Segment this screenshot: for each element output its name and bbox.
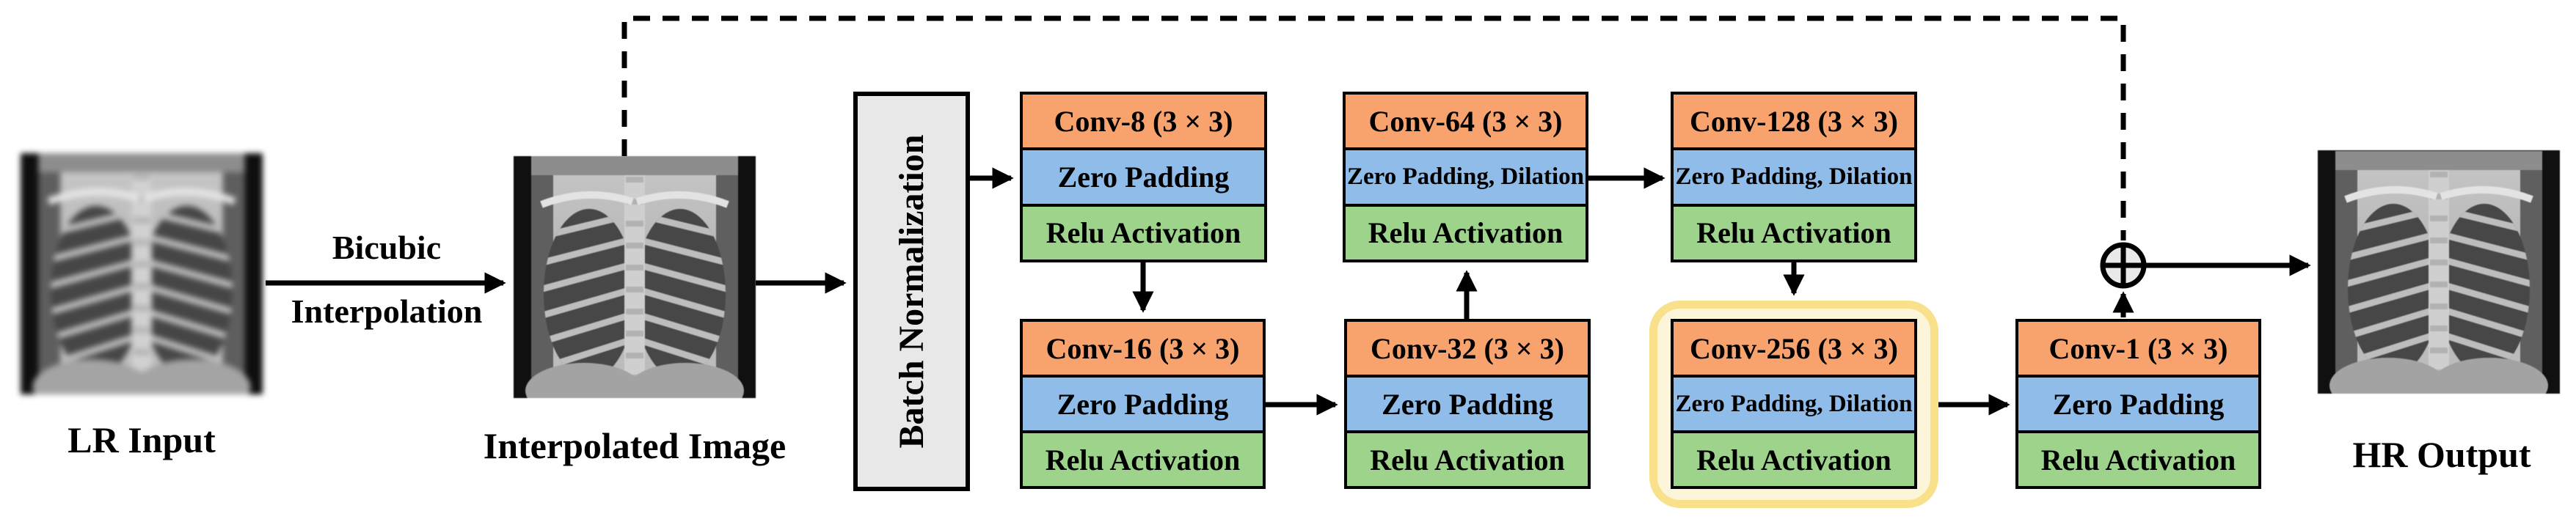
conv8-conv-row: Conv-8 (3 × 3) [1023, 95, 1264, 148]
conv8-block: Conv-8 (3 × 3) Zero Padding Relu Activat… [1020, 92, 1267, 262]
conv128-padding-row: Zero Padding, Dilation [1674, 147, 1914, 204]
conv1-block: Conv-1 (3 × 3) Zero Padding Relu Activat… [2015, 319, 2261, 489]
conv16-activation-row: Relu Activation [1023, 430, 1263, 486]
lr-input-image [21, 153, 263, 394]
xray-artwork [21, 153, 263, 394]
interpolated-image-label: Interpolated Image [483, 425, 787, 466]
xray-artwork [2318, 150, 2560, 394]
batch-normalization-label: Batch Normalization [892, 134, 931, 449]
conv16-block: Conv-16 (3 × 3) Zero Padding Relu Activa… [1020, 319, 1266, 489]
lr-input-label: LR Input [67, 419, 216, 460]
conv256-conv-row: Conv-256 (3 × 3) [1674, 322, 1914, 375]
conv128-block: Conv-128 (3 × 3) Zero Padding, Dilation … [1671, 92, 1917, 262]
hr-output-label: HR Output [2352, 434, 2531, 475]
conv1-conv-row: Conv-1 (3 × 3) [2018, 322, 2258, 375]
conv32-conv-row: Conv-32 (3 × 3) [1347, 322, 1588, 375]
hr-output-image [2318, 150, 2560, 394]
conv32-activation-row: Relu Activation [1347, 430, 1588, 486]
conv16-conv-row: Conv-16 (3 × 3) [1023, 322, 1263, 375]
xray-artwork [514, 156, 756, 398]
conv256-block: Conv-256 (3 × 3) Zero Padding, Dilation … [1671, 319, 1917, 489]
conv64-conv-row: Conv-64 (3 × 3) [1346, 95, 1586, 148]
bicubic-label-line2: Interpolation [291, 292, 483, 330]
conv32-block: Conv-32 (3 × 3) Zero Padding Relu Activa… [1344, 319, 1591, 489]
elementwise-sum-icon [2100, 242, 2147, 289]
conv128-activation-row: Relu Activation [1674, 203, 1914, 260]
conv64-activation-row: Relu Activation [1346, 203, 1586, 260]
bicubic-label-line1: Bicubic [332, 229, 442, 266]
conv64-block: Conv-64 (3 × 3) Zero Padding, Dilation R… [1343, 92, 1588, 262]
conv1-padding-row: Zero Padding [2018, 375, 2258, 430]
conv128-conv-row: Conv-128 (3 × 3) [1674, 95, 1914, 148]
conv256-padding-row: Zero Padding, Dilation [1674, 375, 1914, 430]
conv1-activation-row: Relu Activation [2018, 430, 2258, 486]
interpolated-image [514, 156, 756, 398]
conv8-padding-row: Zero Padding [1023, 147, 1264, 204]
conv16-padding-row: Zero Padding [1023, 375, 1263, 430]
conv64-padding-row: Zero Padding, Dilation [1346, 147, 1586, 204]
conv256-activation-row: Relu Activation [1674, 430, 1914, 486]
conv8-activation-row: Relu Activation [1023, 203, 1264, 260]
conv32-padding-row: Zero Padding [1347, 375, 1588, 430]
